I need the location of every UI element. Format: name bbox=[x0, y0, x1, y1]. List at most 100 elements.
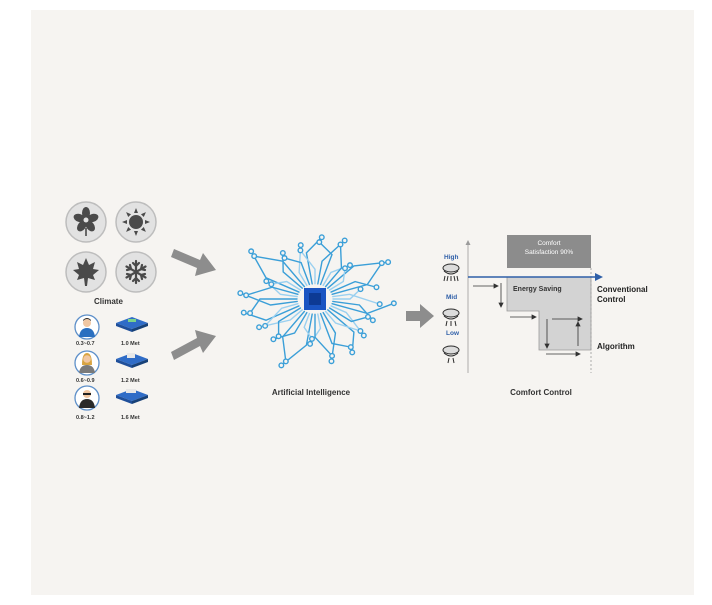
circuit-node bbox=[376, 301, 383, 308]
conventional-line2: Control bbox=[597, 295, 626, 304]
circuit-trace bbox=[270, 280, 302, 291]
circuit-node bbox=[364, 313, 371, 320]
fan-high-icon bbox=[442, 263, 460, 282]
circuit-trace bbox=[319, 312, 352, 348]
comfort-control-diagram bbox=[442, 235, 603, 373]
circuit-trace bbox=[249, 298, 298, 314]
circuit-trace bbox=[331, 262, 383, 295]
circuit-trace bbox=[299, 249, 316, 285]
comfort-satisfaction-line2: Satisfaction 90% bbox=[524, 249, 574, 256]
circuit-trace bbox=[328, 307, 369, 323]
circuit-trace bbox=[303, 312, 313, 340]
circuit-node bbox=[247, 310, 254, 317]
circuit-node bbox=[282, 358, 289, 365]
circuit-trace bbox=[317, 239, 346, 285]
circuit-node bbox=[347, 344, 354, 351]
occupant-icons bbox=[74, 314, 148, 411]
maple-leaf-icon bbox=[65, 251, 107, 293]
sun-icon bbox=[115, 201, 157, 243]
circuit-node bbox=[318, 234, 325, 241]
circuit-trace bbox=[277, 307, 302, 337]
fan-mid-icon bbox=[442, 308, 460, 327]
circuit-node bbox=[369, 317, 376, 324]
circuit-node bbox=[357, 328, 364, 335]
comfort-satisfaction-text: Comfort Satisfaction 90% bbox=[507, 239, 591, 257]
circuit-node bbox=[385, 259, 392, 266]
circuit-node bbox=[262, 322, 269, 329]
circuit-trace bbox=[327, 261, 389, 289]
conventional-line1: Conventional bbox=[597, 285, 648, 294]
circuit-node bbox=[307, 340, 314, 347]
person-light-clothing-icon bbox=[74, 314, 100, 340]
ai-brain-icon bbox=[237, 234, 397, 369]
circuit-node bbox=[390, 300, 397, 307]
circuit-node bbox=[270, 336, 277, 343]
circuit-trace bbox=[239, 292, 298, 306]
circuit-node bbox=[360, 332, 367, 339]
circuit-node bbox=[256, 324, 263, 331]
circuit-trace bbox=[250, 250, 300, 293]
input-arrows bbox=[171, 249, 216, 360]
circuit-trace bbox=[330, 305, 365, 337]
circuit-node bbox=[275, 333, 282, 340]
circuit-node bbox=[342, 265, 349, 272]
circuit-trace bbox=[245, 286, 299, 296]
circuit-node bbox=[268, 281, 275, 288]
circuit-trace bbox=[332, 293, 381, 305]
arrow-right-up-icon bbox=[171, 330, 216, 360]
circuit-trace bbox=[253, 255, 306, 288]
circuit-trace bbox=[283, 257, 311, 286]
activity-rest-icon bbox=[116, 317, 148, 332]
circuit-trace bbox=[314, 313, 333, 357]
circuit-node bbox=[279, 249, 286, 256]
circuit-trace bbox=[298, 244, 308, 287]
circuit-node bbox=[248, 248, 255, 255]
clo-range-1: 0.3~0.7 bbox=[76, 341, 95, 347]
conventional-control-label: Conventional Control bbox=[597, 285, 648, 305]
circuit-node bbox=[316, 239, 323, 246]
circuit-node bbox=[281, 255, 288, 262]
climate-label: Climate bbox=[94, 297, 123, 306]
clo-range-2: 0.6~0.9 bbox=[76, 378, 95, 384]
circuit-node bbox=[328, 358, 335, 365]
circuit-trace bbox=[324, 243, 343, 288]
climate-icons bbox=[65, 201, 157, 293]
ai-caption: Artificial Intelligence bbox=[271, 388, 351, 397]
circuit-node bbox=[297, 247, 304, 254]
circuit-node bbox=[346, 262, 353, 269]
circuit-node bbox=[240, 309, 247, 316]
circuit-trace bbox=[331, 302, 395, 315]
circuit-node bbox=[278, 362, 285, 369]
circuit-node bbox=[349, 349, 356, 356]
circuit-trace bbox=[330, 280, 378, 293]
comfort-satisfaction-line1: Comfort bbox=[537, 240, 561, 247]
circuit-node bbox=[251, 253, 258, 260]
circuit-node bbox=[243, 292, 250, 299]
circuit-node bbox=[378, 260, 385, 267]
activity-office-icon bbox=[116, 353, 148, 368]
algorithm-label: Algorithm bbox=[597, 342, 635, 351]
arrow-right-down-icon bbox=[171, 249, 216, 276]
circuit-trace bbox=[324, 310, 362, 332]
circuit-trace bbox=[258, 309, 303, 328]
clo-range-3: 0.8~1.2 bbox=[76, 415, 95, 421]
met-value-3: 1.6 Met bbox=[121, 415, 140, 421]
level-low-label: Low bbox=[446, 330, 459, 337]
level-mid-label: Mid bbox=[446, 294, 458, 301]
met-value-1: 1.0 Met bbox=[121, 341, 140, 347]
level-high-label: High bbox=[444, 254, 459, 261]
energy-saving-label: Energy Saving bbox=[513, 286, 562, 293]
circuit-node bbox=[341, 237, 348, 244]
person-heavy-clothing-icon bbox=[74, 385, 100, 411]
comfort-satisfaction-box bbox=[507, 235, 591, 268]
met-value-2: 1.2 Met bbox=[121, 378, 140, 384]
circuit-trace bbox=[281, 310, 306, 363]
circuit-trace bbox=[322, 311, 337, 362]
circuit-trace bbox=[264, 303, 299, 327]
snowflake-icon bbox=[115, 251, 157, 293]
circuit-node bbox=[297, 242, 304, 249]
fan-low-icon bbox=[442, 345, 460, 364]
arrow-right-icon bbox=[406, 304, 434, 328]
circuit-node bbox=[263, 278, 270, 285]
comfort-control-caption: Comfort Control bbox=[510, 388, 572, 397]
